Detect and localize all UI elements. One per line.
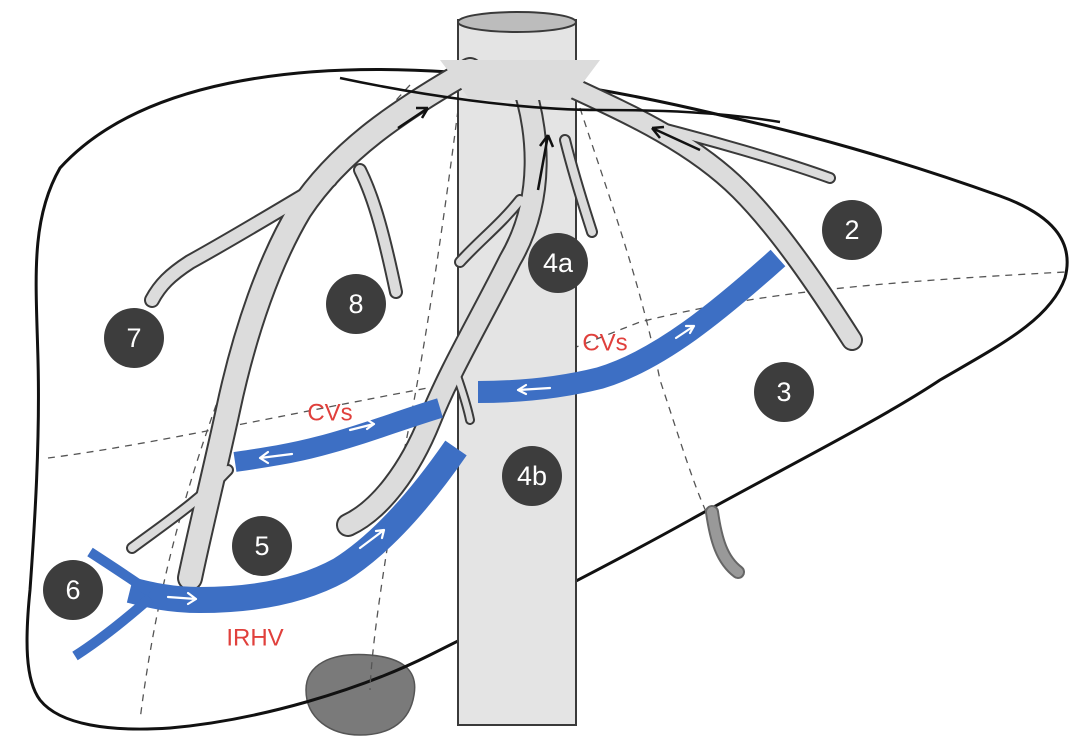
segment-badge-6: 6 — [43, 560, 103, 620]
segment-label-7: 7 — [126, 323, 141, 353]
segment-label-2: 2 — [844, 215, 859, 245]
segment-badge-5: 5 — [232, 516, 292, 576]
segment-label-5: 5 — [254, 531, 269, 561]
segment-label-6: 6 — [65, 575, 80, 605]
segment-badge-2: 2 — [822, 200, 882, 260]
segment-badge-4b: 4b — [502, 446, 562, 506]
segment-badge-8: 8 — [326, 274, 386, 334]
segment-label-3: 3 — [776, 377, 791, 407]
label-cvs-upper: CVs — [582, 330, 627, 357]
segment-badge-7: 7 — [104, 308, 164, 368]
left-hepatic-vein — [560, 82, 852, 340]
segment-badge-4a: 4a — [528, 233, 588, 293]
segment-label-4b: 4b — [517, 461, 547, 491]
boundary-left-hepatic — [580, 108, 710, 520]
segment-badge-3: 3 — [754, 362, 814, 422]
segment-label-8: 8 — [348, 289, 363, 319]
label-cvs-lower: CVs — [307, 400, 352, 427]
caudate-lobe — [306, 655, 415, 735]
communicating-veins — [75, 258, 778, 656]
inferior-vena-cava — [458, 12, 576, 725]
label-irhv: IRHV — [226, 625, 283, 652]
segment-label-4a: 4a — [543, 248, 574, 278]
